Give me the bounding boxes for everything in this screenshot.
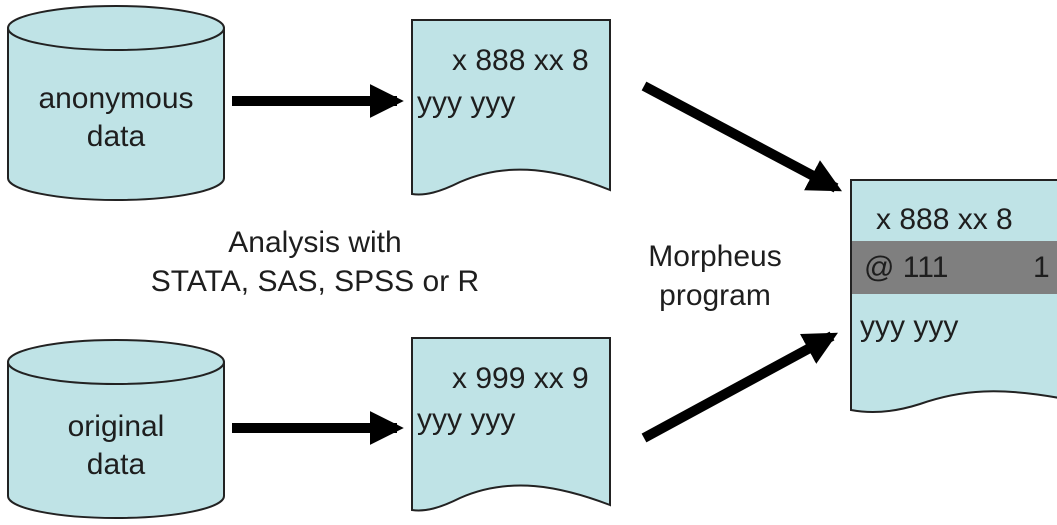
arrow-bottom-output-to-merged	[641, 331, 838, 443]
program-label-line1: Morpheus	[648, 240, 782, 273]
merged-band-left: @ 111	[864, 251, 949, 284]
analysis-label-line2: STATA, SAS, SPSS or R	[150, 265, 480, 298]
program-label-line2: program	[659, 279, 771, 312]
merged-output-document	[850, 179, 1057, 413]
original-data-label-line2: data	[86, 448, 146, 481]
original-data-cylinder	[7, 339, 225, 519]
anonymous-data-label-line2: data	[86, 120, 146, 153]
merged-highlight-band	[852, 241, 1057, 294]
anonymous-data-label-line1: anonymous	[38, 82, 194, 115]
anonymous-data-cylinder	[7, 5, 225, 201]
merged-band-right: 1	[1033, 251, 1050, 284]
original-output-document	[411, 337, 611, 512]
merged-output-line1: x 888 xx 8	[876, 203, 1013, 236]
original-data-label-line1: original	[67, 410, 165, 443]
analysis-label-line1: Analysis with	[228, 226, 402, 259]
merged-output-line3: yyy yyy	[860, 310, 959, 343]
arrow-top-output-to-merged	[641, 81, 843, 193]
bottom-output-line2: yyy yyy	[417, 403, 516, 436]
top-output-line1: x 888 xx 8	[452, 44, 589, 77]
top-output-line2: yyy yyy	[417, 86, 516, 119]
anonymous-output-document	[411, 19, 611, 196]
bottom-output-line1: x 999 xx 9	[452, 362, 589, 395]
